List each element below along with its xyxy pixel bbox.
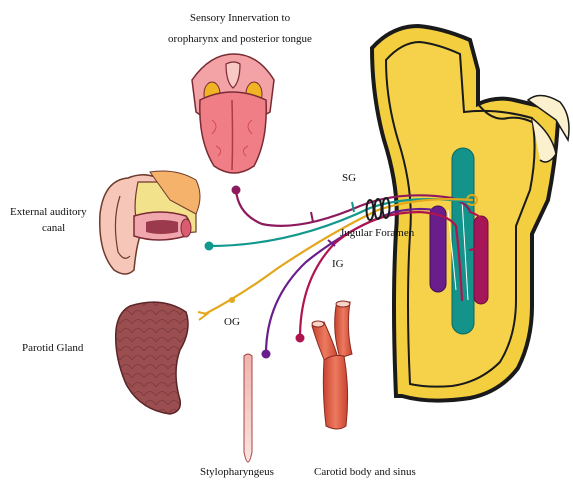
ear-nerve-terminal: [205, 242, 214, 251]
carotid-illustration: [312, 301, 352, 429]
vagus-nerve-bundle: [430, 206, 446, 292]
ear-illustration: [100, 171, 200, 274]
ear-canal-opening: [181, 219, 191, 237]
otic-ganglion-dot: [229, 297, 235, 303]
carotid-nerve-terminal: [296, 334, 305, 343]
stylopharyngeus-muscle: [244, 354, 252, 462]
ear-dark-core: [146, 220, 178, 234]
parotid-fork: [198, 312, 207, 320]
sensory-label-line2: oropharynx and posterior tongue: [168, 33, 312, 47]
ig-label: IG: [332, 258, 344, 272]
internal-jugular-vein: [452, 148, 474, 334]
internal-carotid-branch: [335, 302, 352, 358]
og-label: OG: [224, 316, 240, 330]
external-auditory-label-line2: canal: [42, 222, 65, 236]
internal-carotid-lumen: [336, 301, 350, 307]
stylopharyngeus-label: Stylopharyngeus: [200, 466, 274, 480]
parotid-gland-label: Parotid Gland: [22, 342, 83, 356]
parotid-gland-texture: [116, 302, 188, 414]
sensory-label-line1: Sensory Innervation to: [190, 12, 290, 26]
external-auditory-label-line1: External auditory: [10, 206, 87, 220]
tongue-illustration: [192, 54, 274, 173]
sg-label: SG: [342, 172, 356, 186]
external-carotid-lumen: [312, 321, 324, 327]
tongue-nerve-terminal: [232, 186, 241, 195]
tongue-median-groove: [232, 100, 233, 170]
jugular-foramen-label: Jugular Foramen: [340, 227, 414, 241]
common-carotid-trunk: [323, 356, 347, 430]
nerve-terminals: [198, 186, 354, 359]
stylo-nerve-terminal: [262, 350, 271, 359]
carotid-label: Carotid body and sinus: [314, 466, 416, 480]
sg-tick: [311, 212, 313, 222]
parotid-illustration: [116, 302, 188, 414]
sg-tick-2: [352, 202, 354, 212]
